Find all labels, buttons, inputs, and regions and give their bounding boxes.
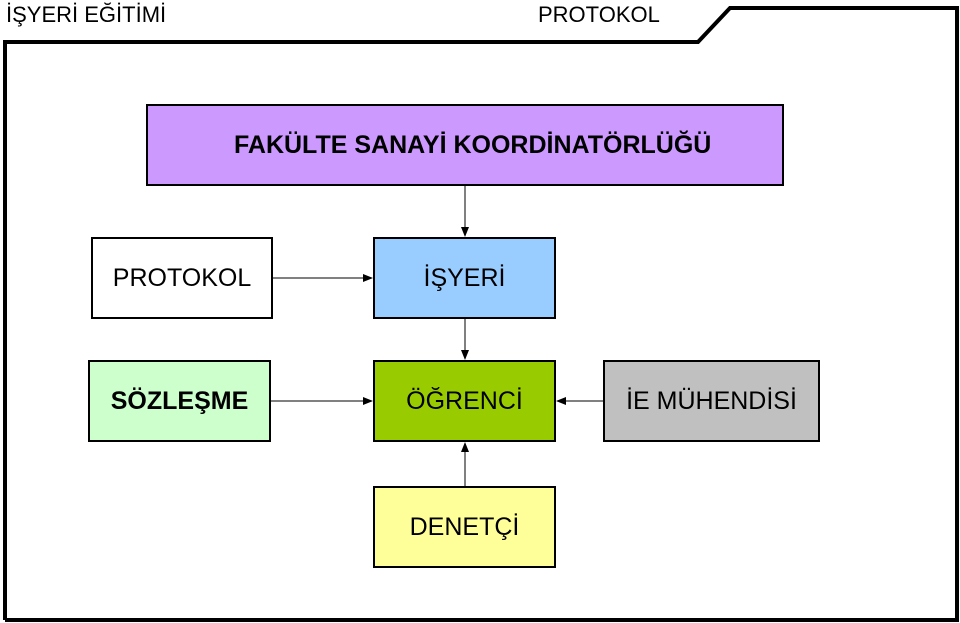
box-protokol: PROTOKOL <box>91 237 273 319</box>
box-ogrenci: ÖĞRENCİ <box>373 360 556 442</box>
header-title-right: PROTOKOL <box>538 2 660 27</box>
box-fakulte-label: FAKÜLTE SANAYİ KOORDİNATÖRLÜĞÜ <box>234 130 712 159</box>
box-ie-muhendisi: İE MÜHENDİSİ <box>603 360 820 442</box>
box-fakulte-sanayi-koordinatorlugu: FAKÜLTE SANAYİ KOORDİNATÖRLÜĞÜ <box>146 104 784 186</box>
box-protokol-label: PROTOKOL <box>112 263 252 292</box>
box-ogrenci-label: ÖĞRENCİ <box>406 386 523 415</box>
box-isyeri-label: İŞYERİ <box>423 263 506 292</box>
box-isyeri: İŞYERİ <box>373 237 556 319</box>
box-denetci: DENETÇİ <box>373 486 556 568</box>
box-sozlesme: SÖZLEŞME <box>88 360 271 442</box>
box-muhendis-label: İE MÜHENDİSİ <box>626 386 797 415</box>
box-denetci-label: DENETÇİ <box>409 512 520 541</box>
box-sozlesme-label: SÖZLEŞME <box>110 386 249 415</box>
header-title-left: İŞYERİ EĞİTİMİ <box>6 2 167 27</box>
